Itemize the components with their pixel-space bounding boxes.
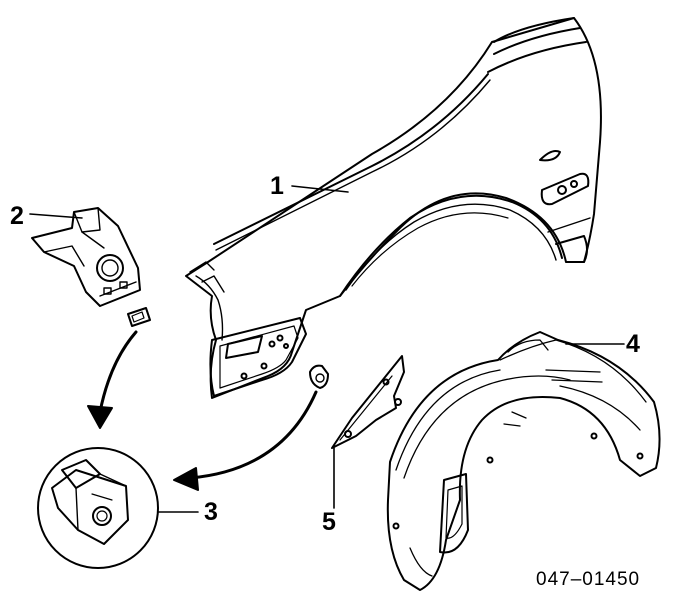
callout-fender: 1 [270, 172, 284, 200]
callout-bracket: 2 [10, 202, 24, 230]
clip-small-left [127, 307, 151, 327]
diagram-code: 047–01450 [536, 569, 641, 590]
fender-liner-part [386, 331, 661, 591]
arrow-left [87, 330, 138, 429]
bracket-part [31, 207, 141, 307]
callout-clip-nut: 3 [204, 498, 218, 526]
clip-nut-detail [37, 447, 159, 569]
leader-lines [29, 185, 625, 513]
arrow-right [173, 390, 318, 491]
clip-small-right [309, 364, 329, 389]
splash-shield-part [331, 355, 405, 449]
callout-splash-shield: 5 [322, 508, 336, 536]
fender-part [185, 17, 602, 399]
callout-liner: 4 [626, 330, 640, 358]
